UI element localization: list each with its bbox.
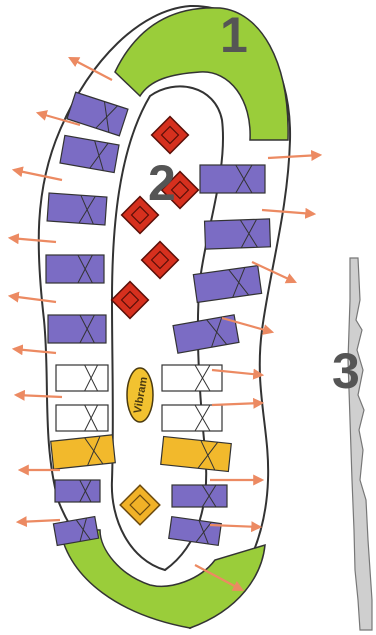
white-lug (162, 405, 222, 431)
purple-lug (205, 219, 271, 249)
purple-lug (46, 255, 104, 283)
yellow-lug (51, 435, 116, 469)
white-lug (56, 365, 108, 391)
label-three: 3 (332, 343, 360, 399)
vibram-logo-icon: Vibram (127, 368, 153, 422)
arrow-icon (18, 520, 60, 522)
white-lug (56, 405, 108, 431)
label-two: 2 (148, 155, 176, 211)
purple-lug (172, 485, 227, 507)
label-one: 1 (220, 7, 248, 63)
sole-profile (348, 258, 372, 630)
purple-lug (48, 315, 106, 343)
purple-lug (55, 480, 100, 502)
purple-lug (200, 165, 265, 193)
purple-lug (47, 193, 107, 225)
white-lug (162, 365, 222, 391)
